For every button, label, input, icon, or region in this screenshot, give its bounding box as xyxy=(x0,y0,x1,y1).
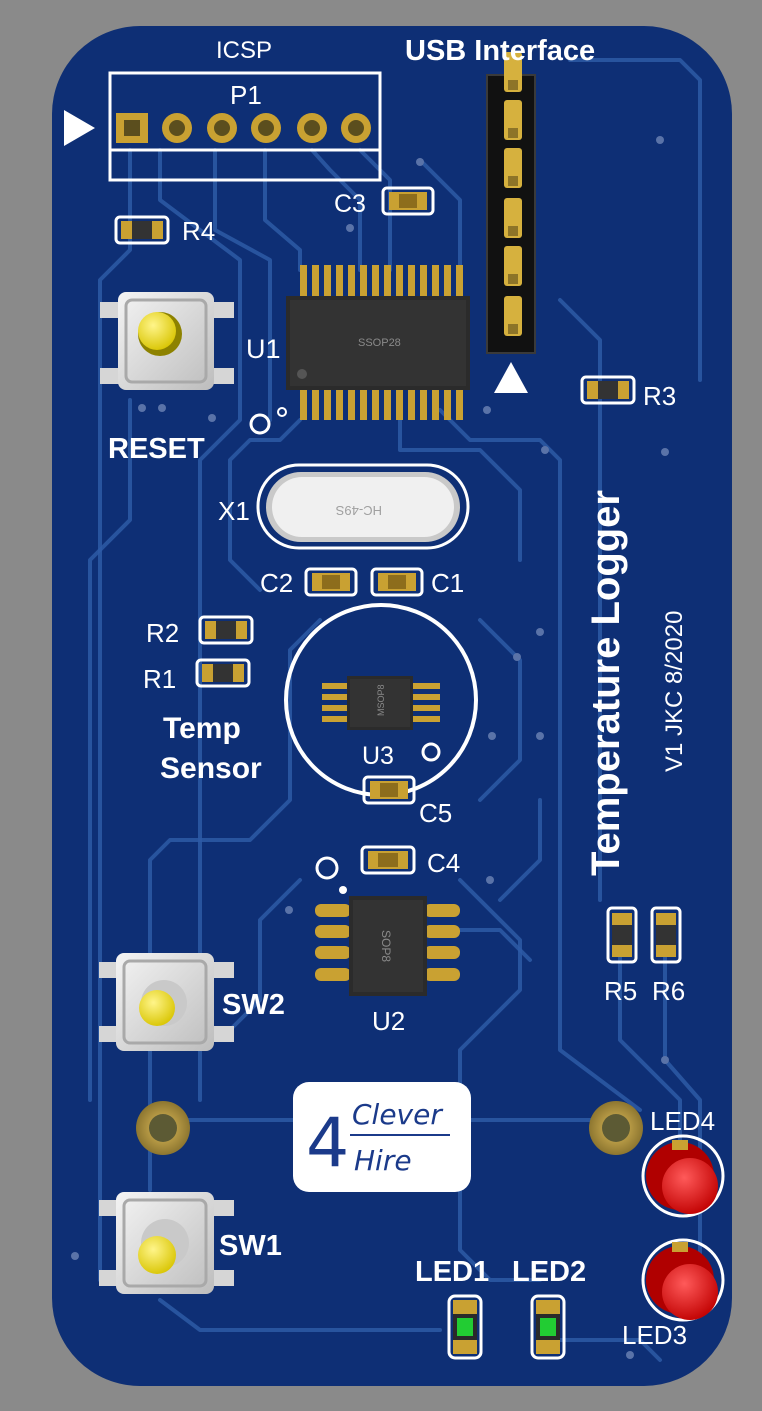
label-led1: LED1 xyxy=(415,1256,489,1288)
u1-pin1-marker-icon xyxy=(249,413,271,435)
mounting-hole-left xyxy=(136,1101,190,1155)
label-c5: C5 xyxy=(419,798,452,828)
board-title: Temperature Logger xyxy=(584,490,628,876)
label-icsp: ICSP xyxy=(216,37,272,64)
resistor-r3[interactable] xyxy=(580,375,636,405)
label-led2: LED2 xyxy=(512,1256,586,1288)
capacitor-c4[interactable] xyxy=(360,845,416,875)
u3-package-marking: MSOP8 xyxy=(376,684,386,716)
label-sw2: SW2 xyxy=(222,989,285,1021)
label-sensor: Sensor xyxy=(160,752,262,785)
resistor-r4[interactable] xyxy=(114,215,170,245)
led2[interactable] xyxy=(530,1294,566,1360)
resistor-r5[interactable] xyxy=(606,906,638,964)
icsp-header[interactable] xyxy=(64,71,382,182)
label-reset: RESET xyxy=(108,433,205,465)
led1[interactable] xyxy=(447,1294,483,1360)
capacitor-c2[interactable] xyxy=(304,567,358,597)
label-led3: LED3 xyxy=(622,1320,687,1350)
led4[interactable] xyxy=(641,1134,725,1218)
x1-package-marking: HC-49S xyxy=(335,503,382,518)
resistor-r2[interactable] xyxy=(198,615,254,645)
label-r3: R3 xyxy=(643,381,676,411)
led3[interactable] xyxy=(641,1238,725,1322)
u2-package-marking: SOP8 xyxy=(379,930,393,962)
label-x1: X1 xyxy=(218,496,250,526)
board-version: V1 JKC 8/2020 xyxy=(661,611,688,772)
reset-button[interactable] xyxy=(100,292,234,390)
capacitor-c3[interactable] xyxy=(381,186,435,216)
label-r2: R2 xyxy=(146,618,179,648)
label-r5: R5 xyxy=(604,976,637,1006)
usb-header[interactable] xyxy=(486,52,536,393)
label-temp: Temp xyxy=(163,712,241,745)
label-sw1: SW1 xyxy=(219,1230,282,1262)
u2-pin1-marker-icon xyxy=(315,856,339,880)
logo-line2: Hire xyxy=(354,1144,412,1177)
label-c4: C4 xyxy=(427,848,460,878)
resistor-r1[interactable] xyxy=(195,658,251,688)
label-usb-interface: USB Interface xyxy=(405,35,595,67)
vias xyxy=(71,136,669,1359)
chip-u1[interactable]: SSOP28 xyxy=(286,265,470,420)
mounting-hole-right xyxy=(589,1101,643,1155)
clever-hire-logo: 4 Clever Hire xyxy=(293,1082,471,1192)
label-r1: R1 xyxy=(143,664,176,694)
label-u2: U2 xyxy=(372,1006,405,1036)
logo-digit: 4 xyxy=(306,1104,349,1183)
chip-u2[interactable]: SOP8 xyxy=(315,856,460,996)
u1-package-marking: SSOP28 xyxy=(358,337,401,349)
sw1-button[interactable] xyxy=(99,1192,234,1294)
sw2-button[interactable] xyxy=(99,953,234,1051)
label-led4: LED4 xyxy=(650,1106,715,1136)
capacitor-c5[interactable] xyxy=(362,775,416,805)
pin1-arrow-icon xyxy=(64,110,95,146)
label-u3: U3 xyxy=(362,742,394,770)
capacitor-c1[interactable] xyxy=(370,567,424,597)
label-r6: R6 xyxy=(652,976,685,1006)
usb-pin1-arrow-icon xyxy=(494,362,528,393)
resistor-r6[interactable] xyxy=(650,906,682,964)
label-r4: R4 xyxy=(182,216,215,246)
label-p1: P1 xyxy=(230,80,262,110)
temp-sensor-u3[interactable]: MSOP8 xyxy=(284,603,478,797)
label-c3: C3 xyxy=(334,190,366,218)
label-u1: U1 xyxy=(246,334,281,364)
u3-pin1-marker-icon xyxy=(421,742,441,762)
label-c2: C2 xyxy=(260,568,293,598)
label-c1: C1 xyxy=(431,568,464,598)
logo-line1: Clever xyxy=(352,1098,443,1131)
crystal-x1[interactable]: HC-49S xyxy=(256,463,470,550)
